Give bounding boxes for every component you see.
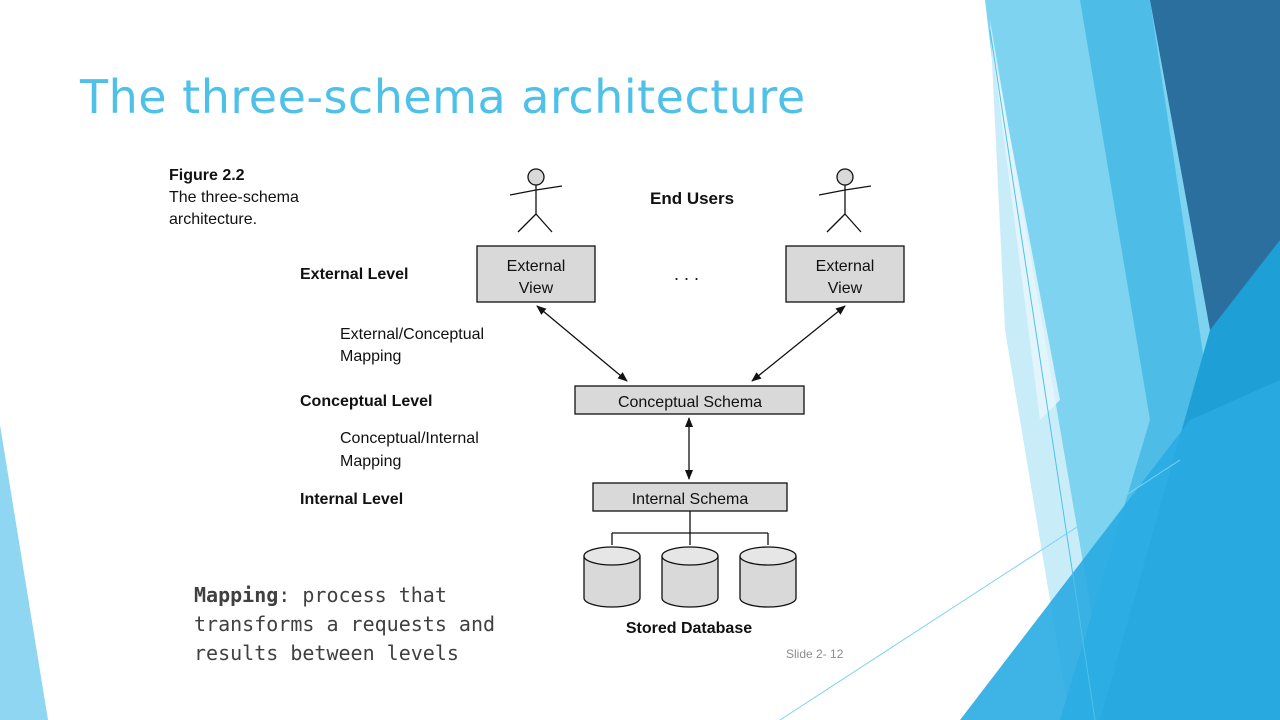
mapping-definition: : process that transforms a requests and… <box>194 583 496 665</box>
figure-caption-line2: architecture. <box>169 211 257 228</box>
stored-database-label: Stored Database <box>626 620 752 637</box>
external-view-left-line1: External <box>507 258 566 275</box>
external-view-left-box: External View <box>476 245 596 303</box>
arrow-right-view-conceptual <box>751 305 846 382</box>
left-edge-shape <box>0 425 48 720</box>
mapping-term: Mapping <box>194 583 279 607</box>
decor-line-2 <box>779 459 1181 720</box>
internal-level-label: Internal Level <box>300 491 403 508</box>
database-cylinder-1-icon <box>583 546 641 608</box>
conceptual-schema-label: Conceptual Schema <box>618 394 762 411</box>
internal-schema-label: Internal Schema <box>632 491 749 508</box>
figure-label: Figure 2.2 <box>169 167 245 184</box>
bottom-right-panel <box>960 380 1280 720</box>
mapping-caption: Mapping: process that transforms a reque… <box>194 581 524 668</box>
slide-title: The three-schema architecture <box>80 70 806 124</box>
database-connector <box>611 511 769 545</box>
arrow-left-view-conceptual <box>536 305 628 382</box>
figure-caption-line1: The three-schema <box>169 189 299 206</box>
user-right-icon <box>818 168 872 233</box>
conceptual-schema-box: Conceptual Schema <box>574 385 805 415</box>
external-view-right-box: External View <box>785 245 905 303</box>
end-users-label: End Users <box>650 189 734 208</box>
conc-int-mapping-line2: Mapping <box>340 453 401 470</box>
external-level-label: External Level <box>300 266 409 283</box>
database-cylinder-2-icon <box>661 546 719 608</box>
internal-schema-box: Internal Schema <box>592 482 788 512</box>
database-cylinder-3-icon <box>739 546 797 608</box>
external-view-left-line2: View <box>519 280 554 297</box>
ellipsis: . . . <box>674 264 699 284</box>
ext-conc-mapping-line1: External/Conceptual <box>340 326 484 343</box>
external-view-right-line2: View <box>828 280 863 297</box>
slide-number: Slide 2- 12 <box>786 647 844 661</box>
user-left-icon <box>509 168 563 233</box>
ext-conc-mapping-line2: Mapping <box>340 348 401 365</box>
conc-int-mapping-line1: Conceptual/Internal <box>340 430 479 447</box>
external-view-right-line1: External <box>816 258 875 275</box>
decor-line-1 <box>989 29 1096 720</box>
conceptual-level-label: Conceptual Level <box>300 393 432 410</box>
right-white-strip <box>990 30 1060 420</box>
